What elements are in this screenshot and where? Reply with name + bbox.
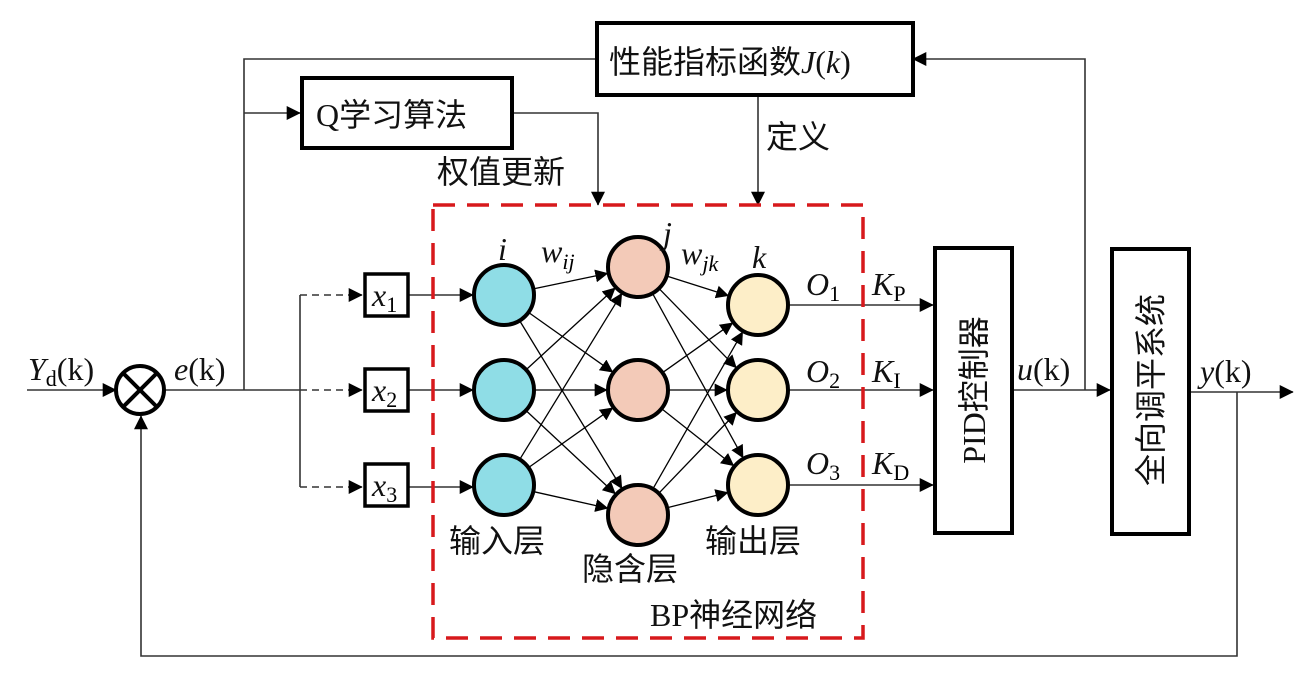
svg-text:x1: x1 <box>371 277 397 317</box>
connection-input3-hidden1 <box>519 292 623 460</box>
connection-input1-hidden2 <box>528 311 614 373</box>
output-o2-label: O2 <box>806 353 840 393</box>
network-connections <box>519 269 744 512</box>
bp-network-label: BP神经网络 <box>650 597 817 633</box>
q-learning-block: Q学习算法 <box>300 76 514 150</box>
connection-hidden2-output1 <box>662 322 734 374</box>
hidden-layer-label: 隐含层 <box>582 550 678 588</box>
output-o3-label: O3 <box>806 445 840 485</box>
network-nodes <box>472 235 790 547</box>
define-label: 定义 <box>766 118 830 156</box>
performance-index-arg: k <box>826 44 841 80</box>
svg-text:x3: x3 <box>371 467 397 507</box>
gain-kd-label: KD <box>871 445 909 485</box>
error-to-performance-wire <box>243 58 597 390</box>
performance-index-label: 性能指标函数 <box>609 43 801 81</box>
input-node-2 <box>472 358 536 422</box>
connection-hidden1-output2 <box>658 288 737 369</box>
input-x3-box: x3 <box>363 462 410 508</box>
input-x2-box: x2 <box>363 367 410 413</box>
connection-hidden1-output1 <box>666 275 730 299</box>
output-o1-label: O1 <box>806 266 840 306</box>
error-label: e(k) <box>174 351 226 387</box>
control-signal-label: u(k) <box>1017 351 1070 387</box>
hidden-node-1 <box>606 235 670 299</box>
connection-hidden3-output2 <box>658 411 738 494</box>
weight-update-wire <box>512 112 605 206</box>
control-to-performance-wire <box>912 52 1086 390</box>
gain-ki-label: KI <box>871 353 901 393</box>
input-node-3 <box>472 453 536 517</box>
connection-input1-hidden1 <box>533 269 609 290</box>
output-layer-label: 输出层 <box>705 522 801 560</box>
weight-jk-label: wjk <box>681 235 719 276</box>
input-x1-box: x1 <box>363 272 410 318</box>
plant-label: 全向调平系统 <box>1132 294 1170 486</box>
output-index-label: k <box>752 239 767 275</box>
input-index-label: i <box>498 231 507 267</box>
input-node-1 <box>472 263 536 327</box>
connection-hidden1-output3 <box>651 292 744 459</box>
connection-hidden3-output3 <box>666 489 729 509</box>
plant-block: 全向调平系统 <box>1110 247 1191 536</box>
summing-junction <box>114 364 166 416</box>
hidden-index-label: j <box>659 215 672 251</box>
performance-index-symbol: J <box>801 44 817 80</box>
connection-input2-hidden1 <box>525 287 616 371</box>
hidden-node-2 <box>606 358 670 422</box>
gain-kp-label: KP <box>871 266 906 306</box>
connection-input1-hidden3 <box>519 320 623 490</box>
svg-text:x2: x2 <box>371 372 397 412</box>
pid-controller-label: PID控制器 <box>956 316 992 464</box>
signal-wires <box>27 52 1294 657</box>
connection-input2-hidden3 <box>525 409 616 495</box>
svg-text:性能指标函数J(k): 性能指标函数J(k) <box>609 43 851 81</box>
output-signal-label: y(k) <box>1197 353 1252 389</box>
setpoint-label: Yd(k) <box>28 351 94 391</box>
hidden-node-3 <box>606 483 670 547</box>
weight-update-label: 权值更新 <box>437 153 565 191</box>
pid-controller-block: PID控制器 <box>933 246 1014 535</box>
connection-hidden2-output3 <box>661 408 735 467</box>
q-learning-label: Q学习算法 <box>316 97 467 133</box>
performance-index-block: 性能指标函数J(k) <box>595 21 915 97</box>
connection-input3-hidden3 <box>533 490 609 512</box>
weight-ij-label: wij <box>541 233 575 274</box>
feedback-wire <box>134 392 1238 657</box>
connection-input3-hidden2 <box>528 407 614 469</box>
bp-network-boundary <box>431 203 865 640</box>
output-node-1 <box>726 273 790 337</box>
connection-hidden3-output1 <box>652 331 744 490</box>
input-layer-label: 输入层 <box>449 522 545 560</box>
output-node-2 <box>726 358 790 422</box>
output-node-3 <box>726 453 790 517</box>
